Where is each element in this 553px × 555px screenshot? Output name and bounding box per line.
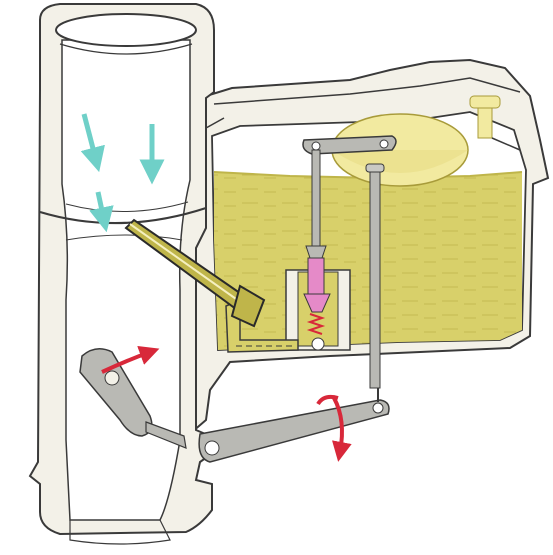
throttle-rotation-arrow — [101, 346, 160, 374]
needle-valve — [285, 245, 351, 351]
linkage-rotation-arrow — [332, 397, 352, 462]
fuel-nozzle — [124, 218, 266, 328]
fuel-level — [214, 172, 522, 350]
intake-bore — [61, 39, 191, 521]
airflow-arrow-left — [80, 113, 105, 173]
float-arm — [302, 135, 397, 155]
intake-opening — [55, 13, 197, 47]
needle-rod — [311, 149, 321, 251]
venturi — [39, 206, 207, 225]
vent-tube — [469, 95, 521, 151]
airflow-arrow-lower — [89, 191, 114, 233]
airflow-arrows — [80, 113, 165, 233]
linkage-rod — [369, 167, 381, 389]
